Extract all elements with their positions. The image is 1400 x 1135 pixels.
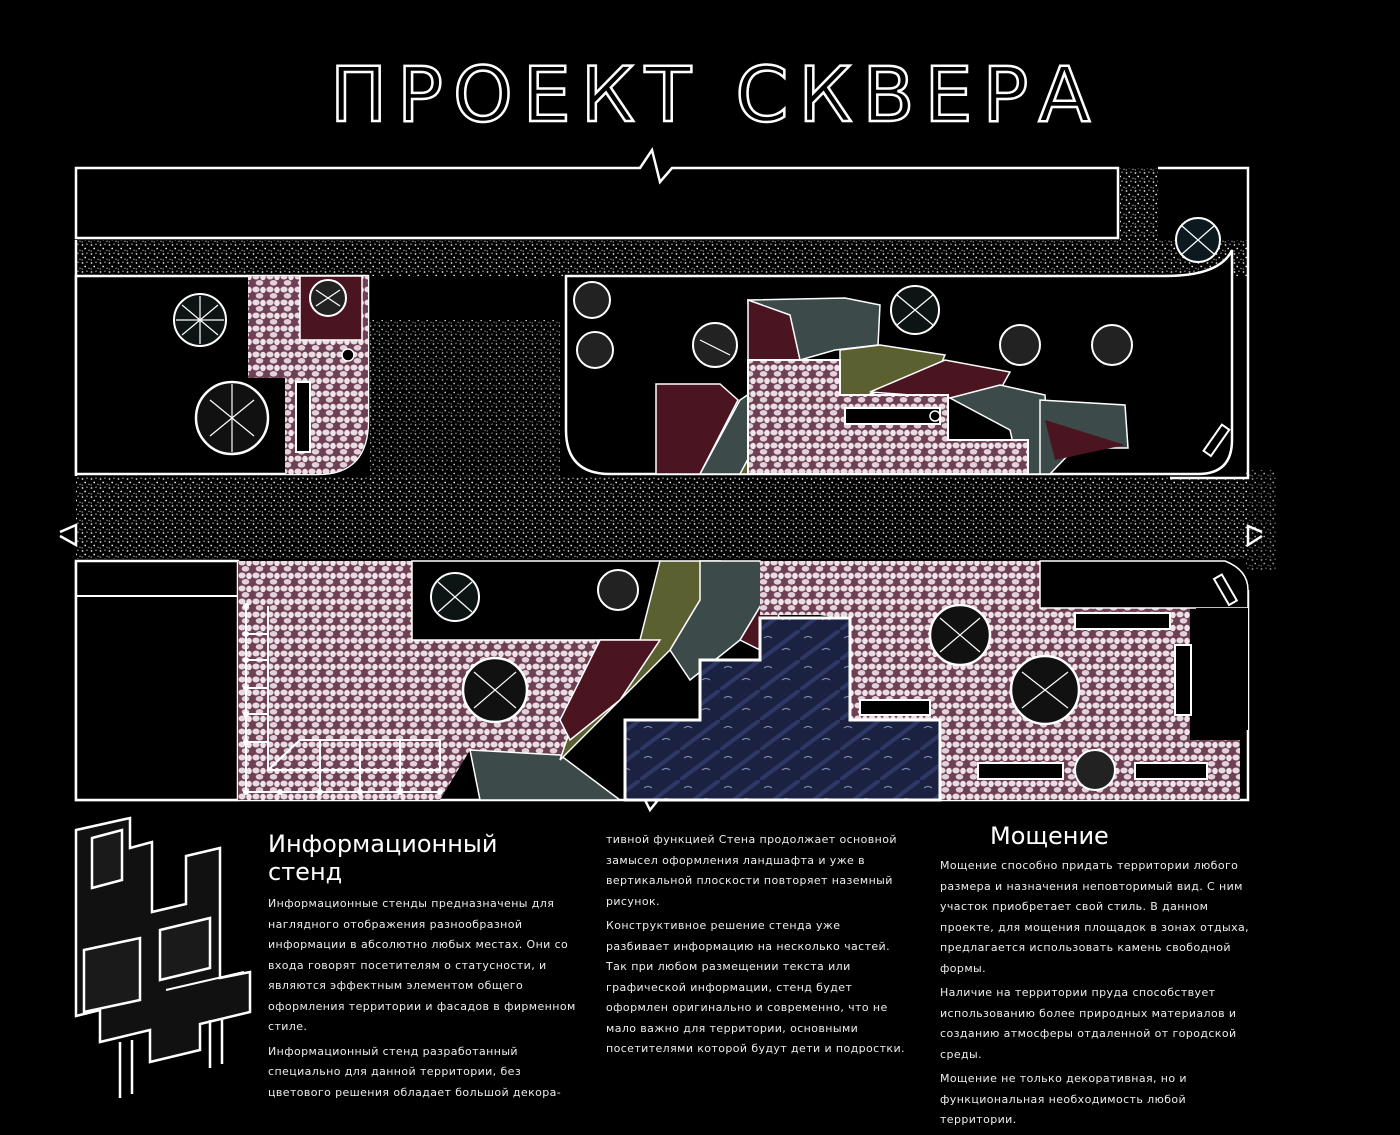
- tree-icon: [1091, 324, 1133, 366]
- tree-icon: [461, 656, 529, 724]
- bench: [295, 381, 311, 453]
- tree-icon: [430, 572, 480, 622]
- tree-icon: [999, 324, 1041, 366]
- bench: [844, 407, 941, 425]
- info-stand-paragraph: Информационный стенд разработанный специ…: [268, 1044, 562, 1099]
- paving-paragraph: Мощение способно придать территории любо…: [940, 859, 1250, 975]
- info-stand-panel-col1: Информационный стенд Информационные стен…: [268, 830, 578, 1107]
- tree-icon: [576, 331, 614, 369]
- tree-icon: [928, 603, 992, 667]
- paving-heading: Мощение: [990, 822, 1109, 850]
- tree-icon: [573, 281, 611, 319]
- info-stand-sketch: [74, 816, 252, 1098]
- info-stand-heading: Информационный стенд: [268, 830, 498, 886]
- info-stand-panel-col2: тивной функцией Стена продолжает основно…: [606, 830, 906, 1064]
- tree-icon: [194, 380, 270, 456]
- gravel-path-middle: [76, 477, 1248, 559]
- info-stand-paragraph: Информационные стенды предназначены для …: [268, 897, 576, 1033]
- tree-icon: [1175, 217, 1221, 263]
- gravel-path-upper: [76, 240, 1248, 276]
- tree-icon: [309, 279, 347, 317]
- trees: [173, 217, 1221, 791]
- tree-icon: [173, 293, 227, 347]
- info-stand-paragraph: Конструктивное решение стенда уже разбив…: [606, 919, 905, 1055]
- tree-icon: [692, 322, 738, 368]
- paving-panel: Мощение Мощение способно придать террито…: [940, 822, 1260, 1135]
- pond: [623, 616, 942, 802]
- info-stand-paragraph: тивной функцией Стена продолжает основно…: [606, 833, 897, 908]
- paving-paragraph: Наличие на территории пруда способствует…: [940, 986, 1237, 1061]
- tree-icon: [1009, 654, 1081, 726]
- tree-icon: [597, 569, 639, 611]
- page-title: ПРОЕКТ СКВЕРА: [329, 50, 1101, 139]
- tree-icon: [1074, 749, 1116, 791]
- paving-paragraph: Мощение не только декоративная, но и фун…: [940, 1072, 1187, 1126]
- tree-icon: [890, 285, 940, 335]
